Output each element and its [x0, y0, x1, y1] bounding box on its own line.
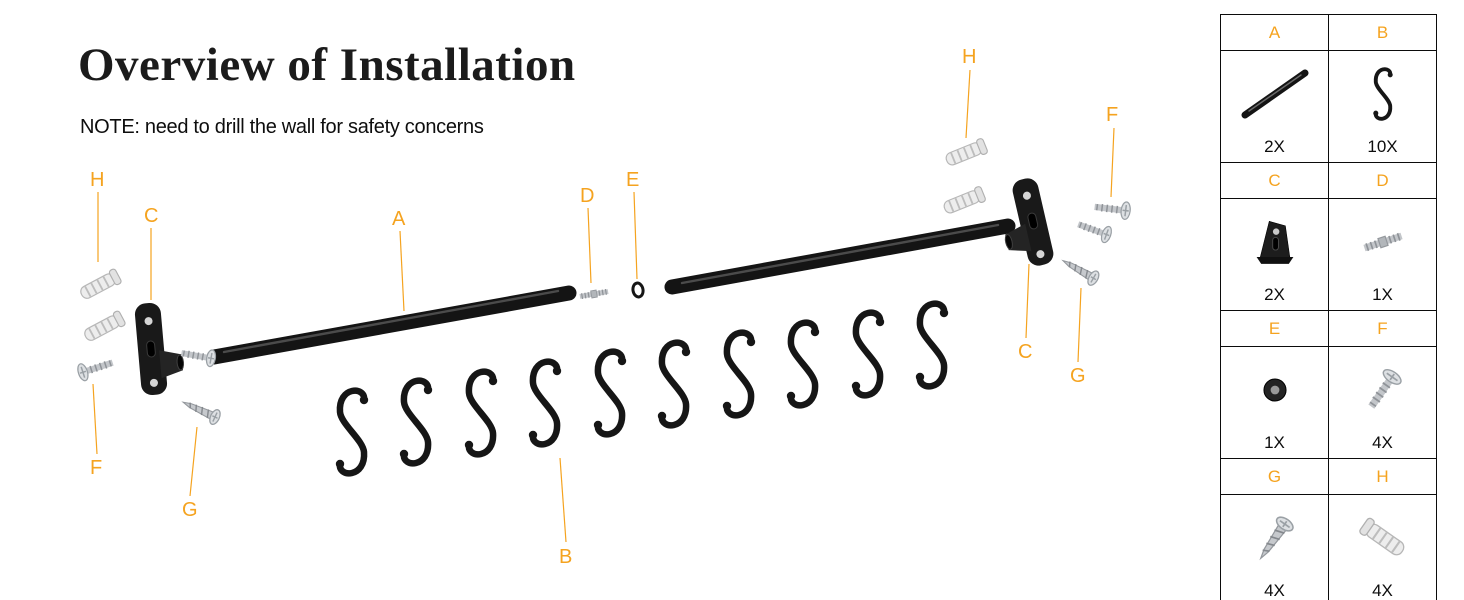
part-letter-e: E	[1220, 310, 1329, 347]
page-title: Overview of Installation	[78, 39, 576, 91]
s-hooks-row	[336, 304, 948, 474]
threaded-stud	[579, 288, 608, 300]
wall-anchor	[942, 136, 990, 170]
wood-screw	[179, 394, 223, 427]
s-hook-icon	[1342, 51, 1424, 137]
parts-table: A B 2X 10X C	[1220, 14, 1437, 600]
s-hook	[723, 333, 755, 416]
part-label-b: B	[559, 546, 573, 568]
s-hook	[787, 323, 819, 406]
part-letter-d: D	[1328, 162, 1437, 199]
machine-screw	[76, 354, 115, 382]
note-text: NOTE: need to drill the wall for safety …	[80, 116, 484, 138]
wood-screw	[1058, 253, 1102, 288]
bracket-left	[134, 302, 185, 396]
machine-screw	[180, 345, 217, 368]
wall-anchor	[940, 184, 988, 218]
part-label-g-left: G	[182, 499, 198, 521]
wall-anchor-icon	[1342, 495, 1424, 581]
s-hook	[852, 313, 884, 396]
part-letter-g: G	[1220, 458, 1329, 495]
part-label-c-right: C	[1018, 341, 1033, 363]
rod-right	[664, 218, 1016, 295]
part-qty: 10X	[1367, 137, 1398, 156]
washer	[631, 281, 645, 299]
part-letter-c: C	[1220, 162, 1329, 199]
part-qty: 4X	[1372, 581, 1393, 600]
threaded-stud-icon	[1342, 199, 1424, 285]
part-label-h-right: H	[962, 46, 977, 68]
part-letter-f: F	[1328, 310, 1437, 347]
s-hook	[529, 362, 561, 445]
s-hook	[336, 391, 368, 474]
part-qty: 4X	[1372, 433, 1393, 452]
wall-anchor	[81, 309, 127, 345]
part-label-d: D	[580, 185, 595, 207]
machine-screw-icon	[1342, 347, 1424, 433]
part-qty: 2X	[1264, 137, 1285, 156]
part-label-g-right: G	[1070, 365, 1086, 387]
part-label-f-left: F	[90, 457, 103, 479]
part-label-a: A	[392, 208, 406, 230]
part-qty: 1X	[1372, 285, 1393, 304]
s-hook	[465, 372, 497, 455]
s-hook	[916, 304, 948, 387]
s-hook	[400, 381, 432, 464]
wall-anchor	[77, 267, 123, 303]
rod-icon	[1234, 51, 1316, 137]
part-qty: 4X	[1264, 581, 1285, 600]
part-label-e: E	[626, 169, 640, 191]
washer-icon	[1234, 347, 1316, 433]
wood-screw-icon	[1234, 495, 1316, 581]
bracket-icon	[1234, 199, 1316, 285]
part-qty: 1X	[1264, 433, 1285, 452]
machine-screw	[1075, 216, 1113, 244]
part-qty: 2X	[1264, 285, 1285, 304]
part-letter-b: B	[1328, 14, 1437, 51]
part-label-f-right: F	[1106, 104, 1119, 126]
part-label-h-left: H	[90, 169, 105, 191]
s-hook	[658, 343, 690, 426]
part-letter-a: A	[1220, 14, 1329, 51]
s-hook	[594, 352, 626, 435]
bracket-right	[1004, 178, 1054, 266]
part-letter-h: H	[1328, 458, 1437, 495]
machine-screw	[1094, 198, 1132, 220]
leader-lines	[92, 69, 1115, 543]
part-label-c-left: C	[144, 205, 159, 227]
rod-left	[206, 285, 577, 365]
